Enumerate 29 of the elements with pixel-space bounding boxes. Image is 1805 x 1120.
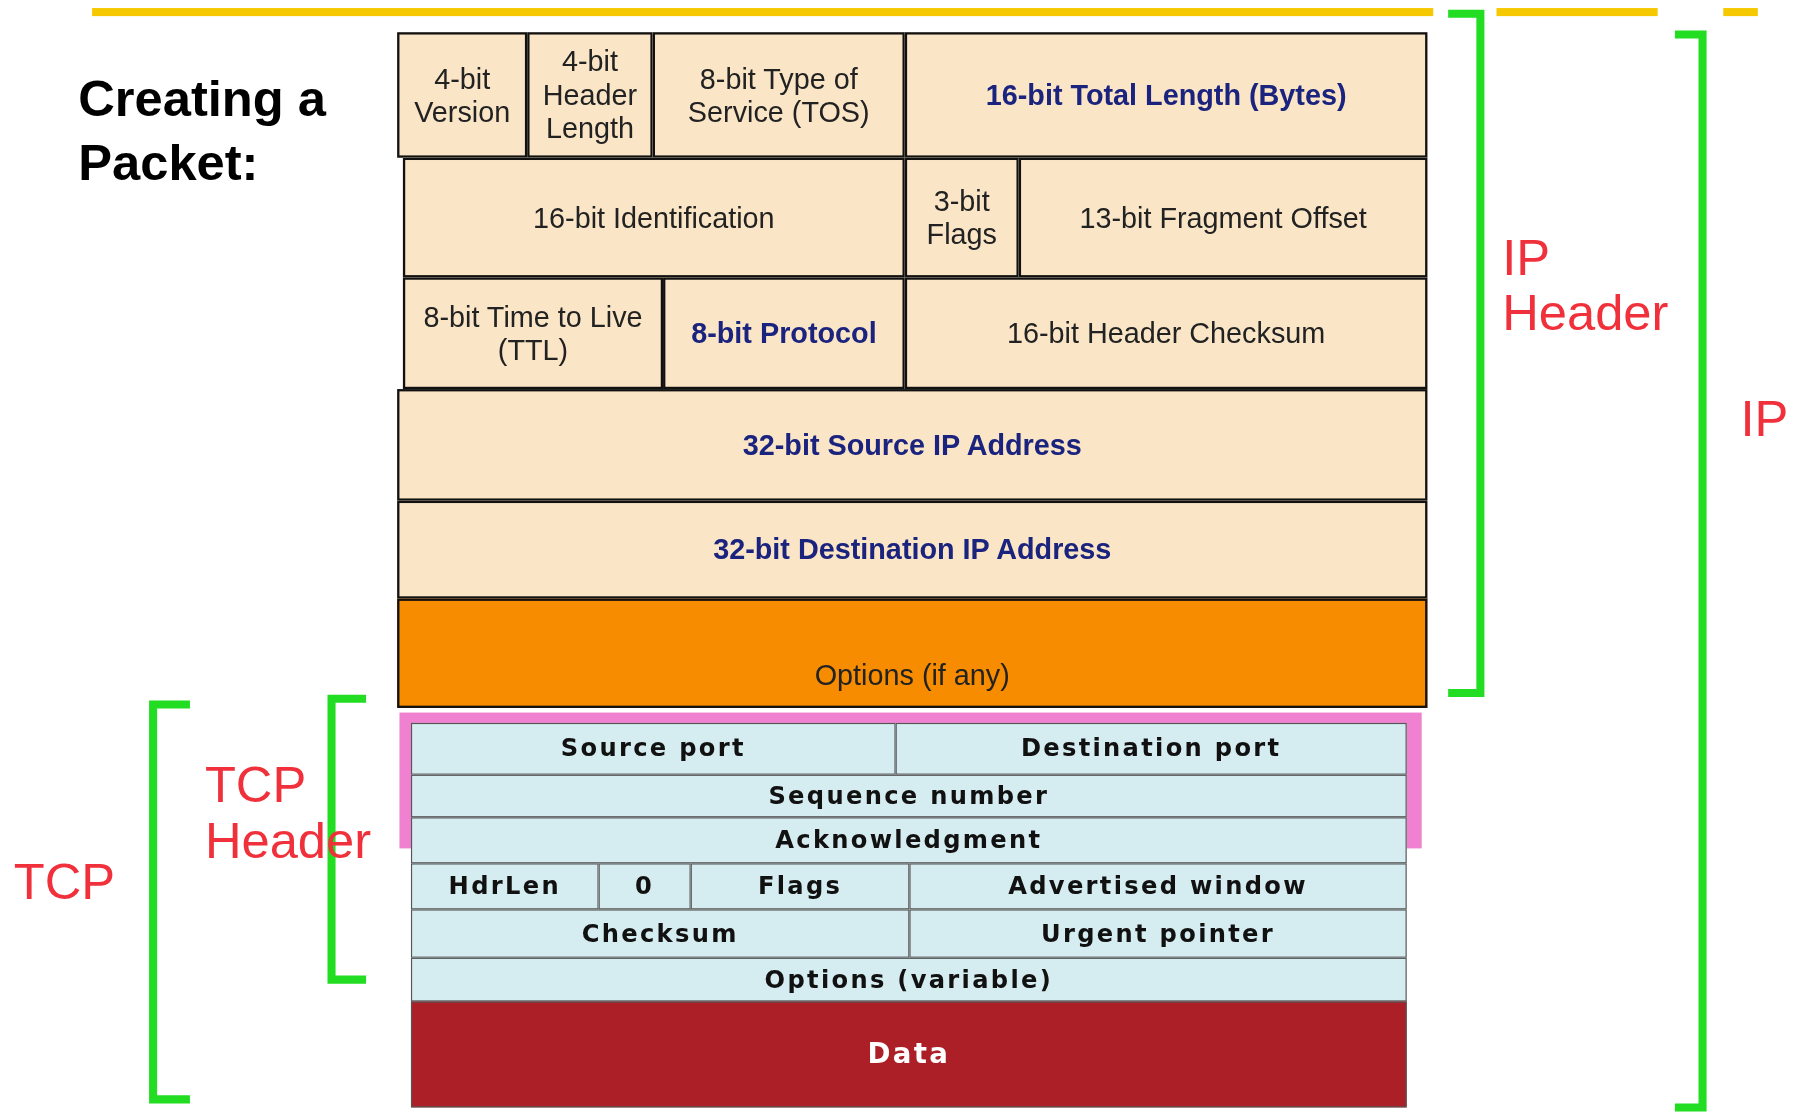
options-band: Options (if any): [397, 598, 1428, 708]
field-cell: 13-bit Fragment Offset: [1018, 157, 1428, 278]
field-cell: 16-bit Header Checksum: [904, 277, 1428, 390]
field-cell: Flags: [690, 863, 910, 910]
field-cell: Source port: [410, 722, 896, 775]
field-cell: 8-bit Protocol: [663, 277, 905, 390]
field-cell: 3-bit Flags: [904, 157, 1019, 278]
bracket-label: IP Header: [1502, 230, 1670, 342]
field-cell: 4-bit Version: [397, 32, 528, 158]
field-cell: Sequence number: [410, 774, 1407, 818]
bracket-label: IP: [1740, 391, 1790, 448]
field-cell: HdrLen: [410, 863, 599, 910]
field-cell: 4-bit Header Length: [527, 32, 653, 158]
field-cell: Acknowledgment: [410, 817, 1407, 864]
bracket-label: TCP: [13, 854, 117, 910]
field-cell: 32-bit Destination IP Address: [397, 500, 1428, 599]
field-cell: Destination port: [895, 722, 1407, 775]
data-band: Data: [410, 1001, 1407, 1108]
field-cell: 0: [598, 863, 691, 910]
field-cell: Checksum: [410, 909, 910, 958]
field-cell: 32-bit Source IP Address: [397, 389, 1428, 501]
field-cell: Advertised window: [909, 863, 1407, 910]
title: Creating a Packet:: [78, 69, 328, 192]
field-cell: 16-bit Identification: [402, 157, 905, 278]
field-cell: Options (variable): [410, 957, 1407, 1002]
field-cell: 8-bit Time to Live (TTL): [402, 277, 664, 390]
field-cell: Urgent pointer: [909, 909, 1407, 958]
field-cell: 8-bit Type of Service (TOS): [652, 32, 905, 158]
field-cell: 16-bit Total Length (Bytes): [904, 32, 1428, 158]
